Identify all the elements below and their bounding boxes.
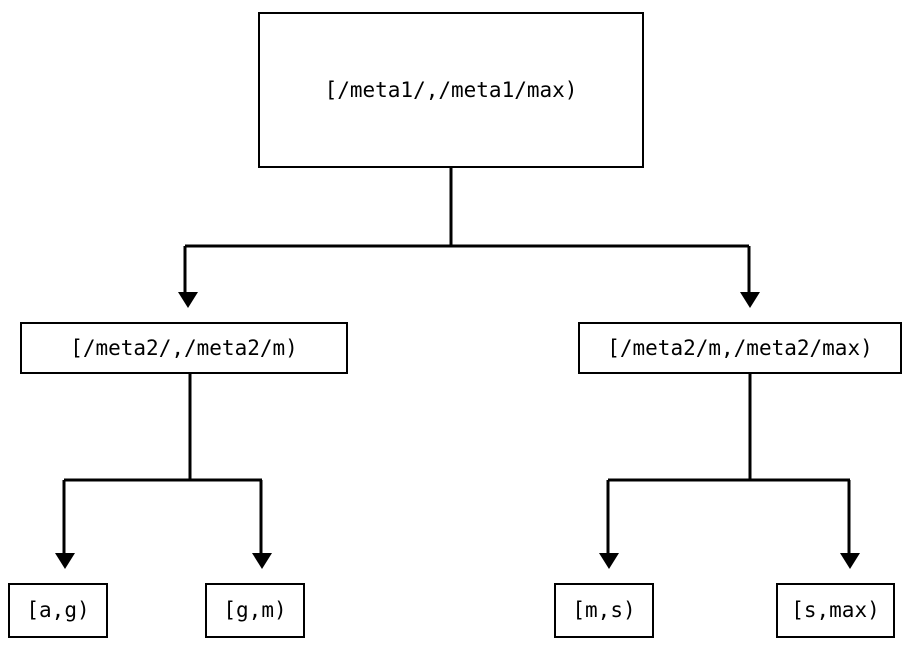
edge-mid-right-to-leaf-3 [599, 374, 850, 569]
node-leaf-4-label: [s,max) [791, 598, 880, 622]
edge-mid-left-to-leaf-1 [55, 374, 262, 569]
edge-mid-left-to-leaf-2 [252, 480, 272, 569]
node-root-label: [/meta1/,/meta1/max) [324, 77, 578, 102]
node-leaf-3[interactable]: [m,s) [554, 583, 654, 638]
node-leaf-2-label: [g,m) [223, 598, 287, 622]
node-root[interactable]: [/meta1/,/meta1/max) [258, 12, 644, 168]
edge-root-to-mid-left [178, 168, 749, 308]
node-mid-left[interactable]: [/meta2/,/meta2/m) [20, 322, 348, 374]
node-leaf-2[interactable]: [g,m) [205, 583, 305, 638]
node-leaf-1-label: [a,g) [26, 598, 90, 622]
node-mid-left-label: [/meta2/,/meta2/m) [70, 335, 298, 360]
node-leaf-3-label: [m,s) [572, 598, 636, 622]
node-leaf-4[interactable]: [s,max) [776, 583, 895, 638]
edge-root-to-mid-right [740, 246, 760, 308]
node-mid-right[interactable]: [/meta2/m,/meta2/max) [578, 322, 902, 374]
node-mid-right-label: [/meta2/m,/meta2/max) [607, 335, 873, 360]
node-leaf-1[interactable]: [a,g) [8, 583, 108, 638]
edge-mid-right-to-leaf-4 [840, 480, 860, 569]
